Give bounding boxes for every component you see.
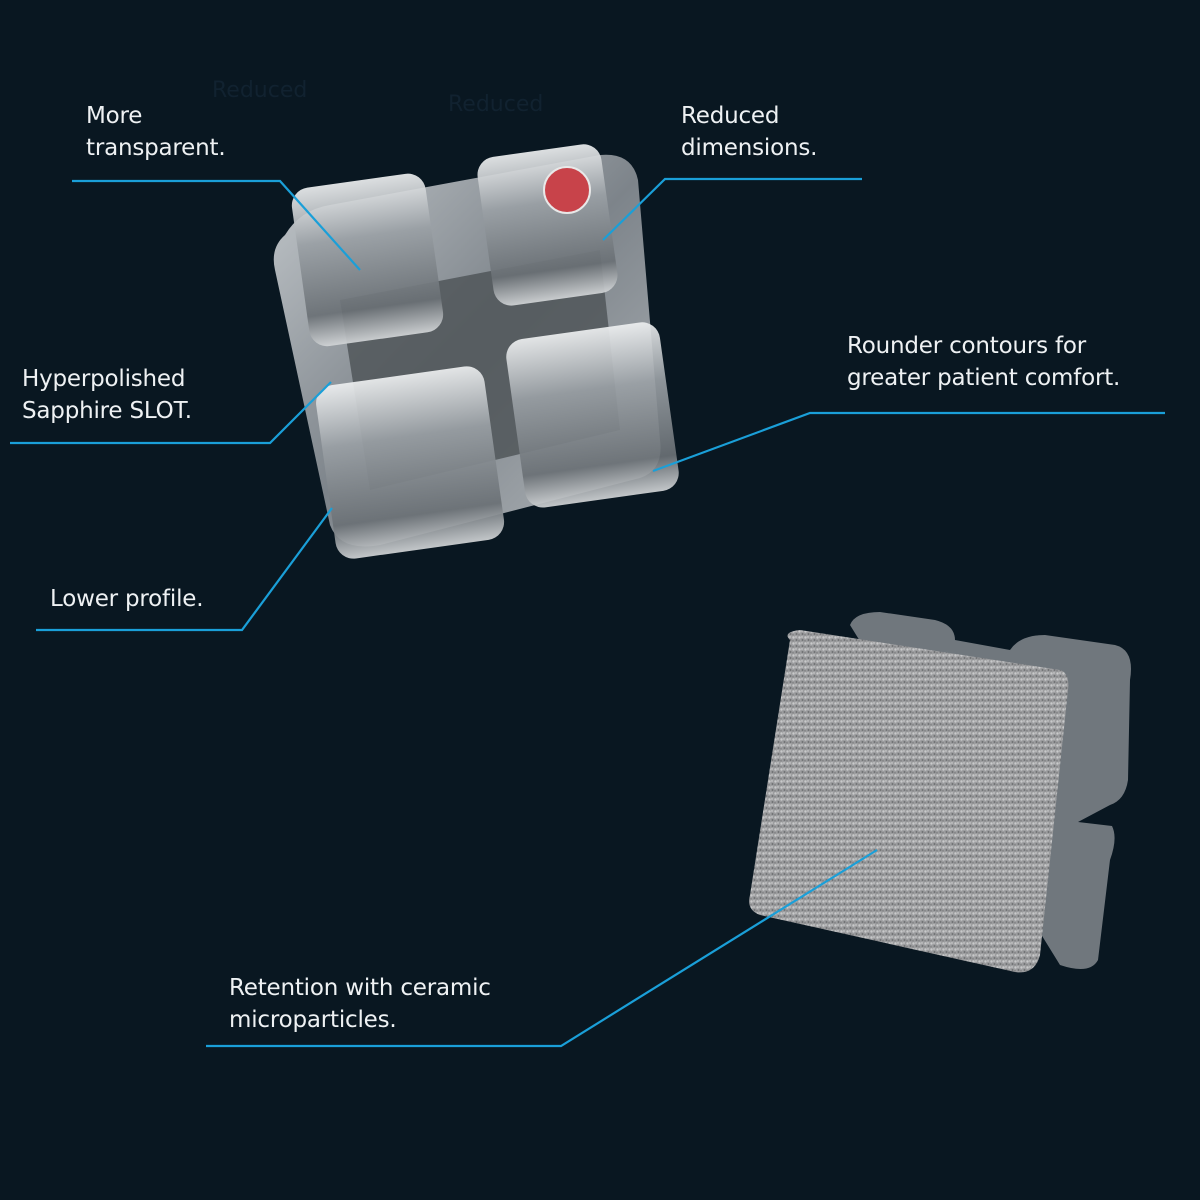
callout-reduced-dimensions: Reduced dimensions.	[681, 103, 818, 161]
leader-line-retention	[206, 849, 878, 1048]
ceramic-bracket-back	[749, 612, 1131, 973]
color-marker-dot	[543, 166, 591, 214]
leader-lines	[10, 177, 1165, 1048]
leader-line-contours	[652, 411, 1165, 473]
leader-line-profile	[36, 507, 333, 632]
callout-hyperpolished-slot: Hyperpolished Sapphire SLOT.	[22, 366, 192, 424]
callout-more-transparent: More transparent.	[86, 103, 226, 161]
callout-retention: Retention with ceramic microparticles.	[229, 975, 491, 1033]
callout-rounder-contours: Rounder contours for greater patient com…	[847, 333, 1121, 391]
leader-line-transparent	[72, 179, 361, 271]
leader-line-slot	[10, 381, 332, 445]
leader-line-dimensions	[602, 177, 862, 241]
callout-lower-profile: Lower profile.	[50, 586, 204, 612]
ghost-text: Reduced	[212, 78, 308, 103]
sapphire-bracket-front	[273, 144, 679, 559]
ghost-text: Reduced	[448, 92, 544, 117]
